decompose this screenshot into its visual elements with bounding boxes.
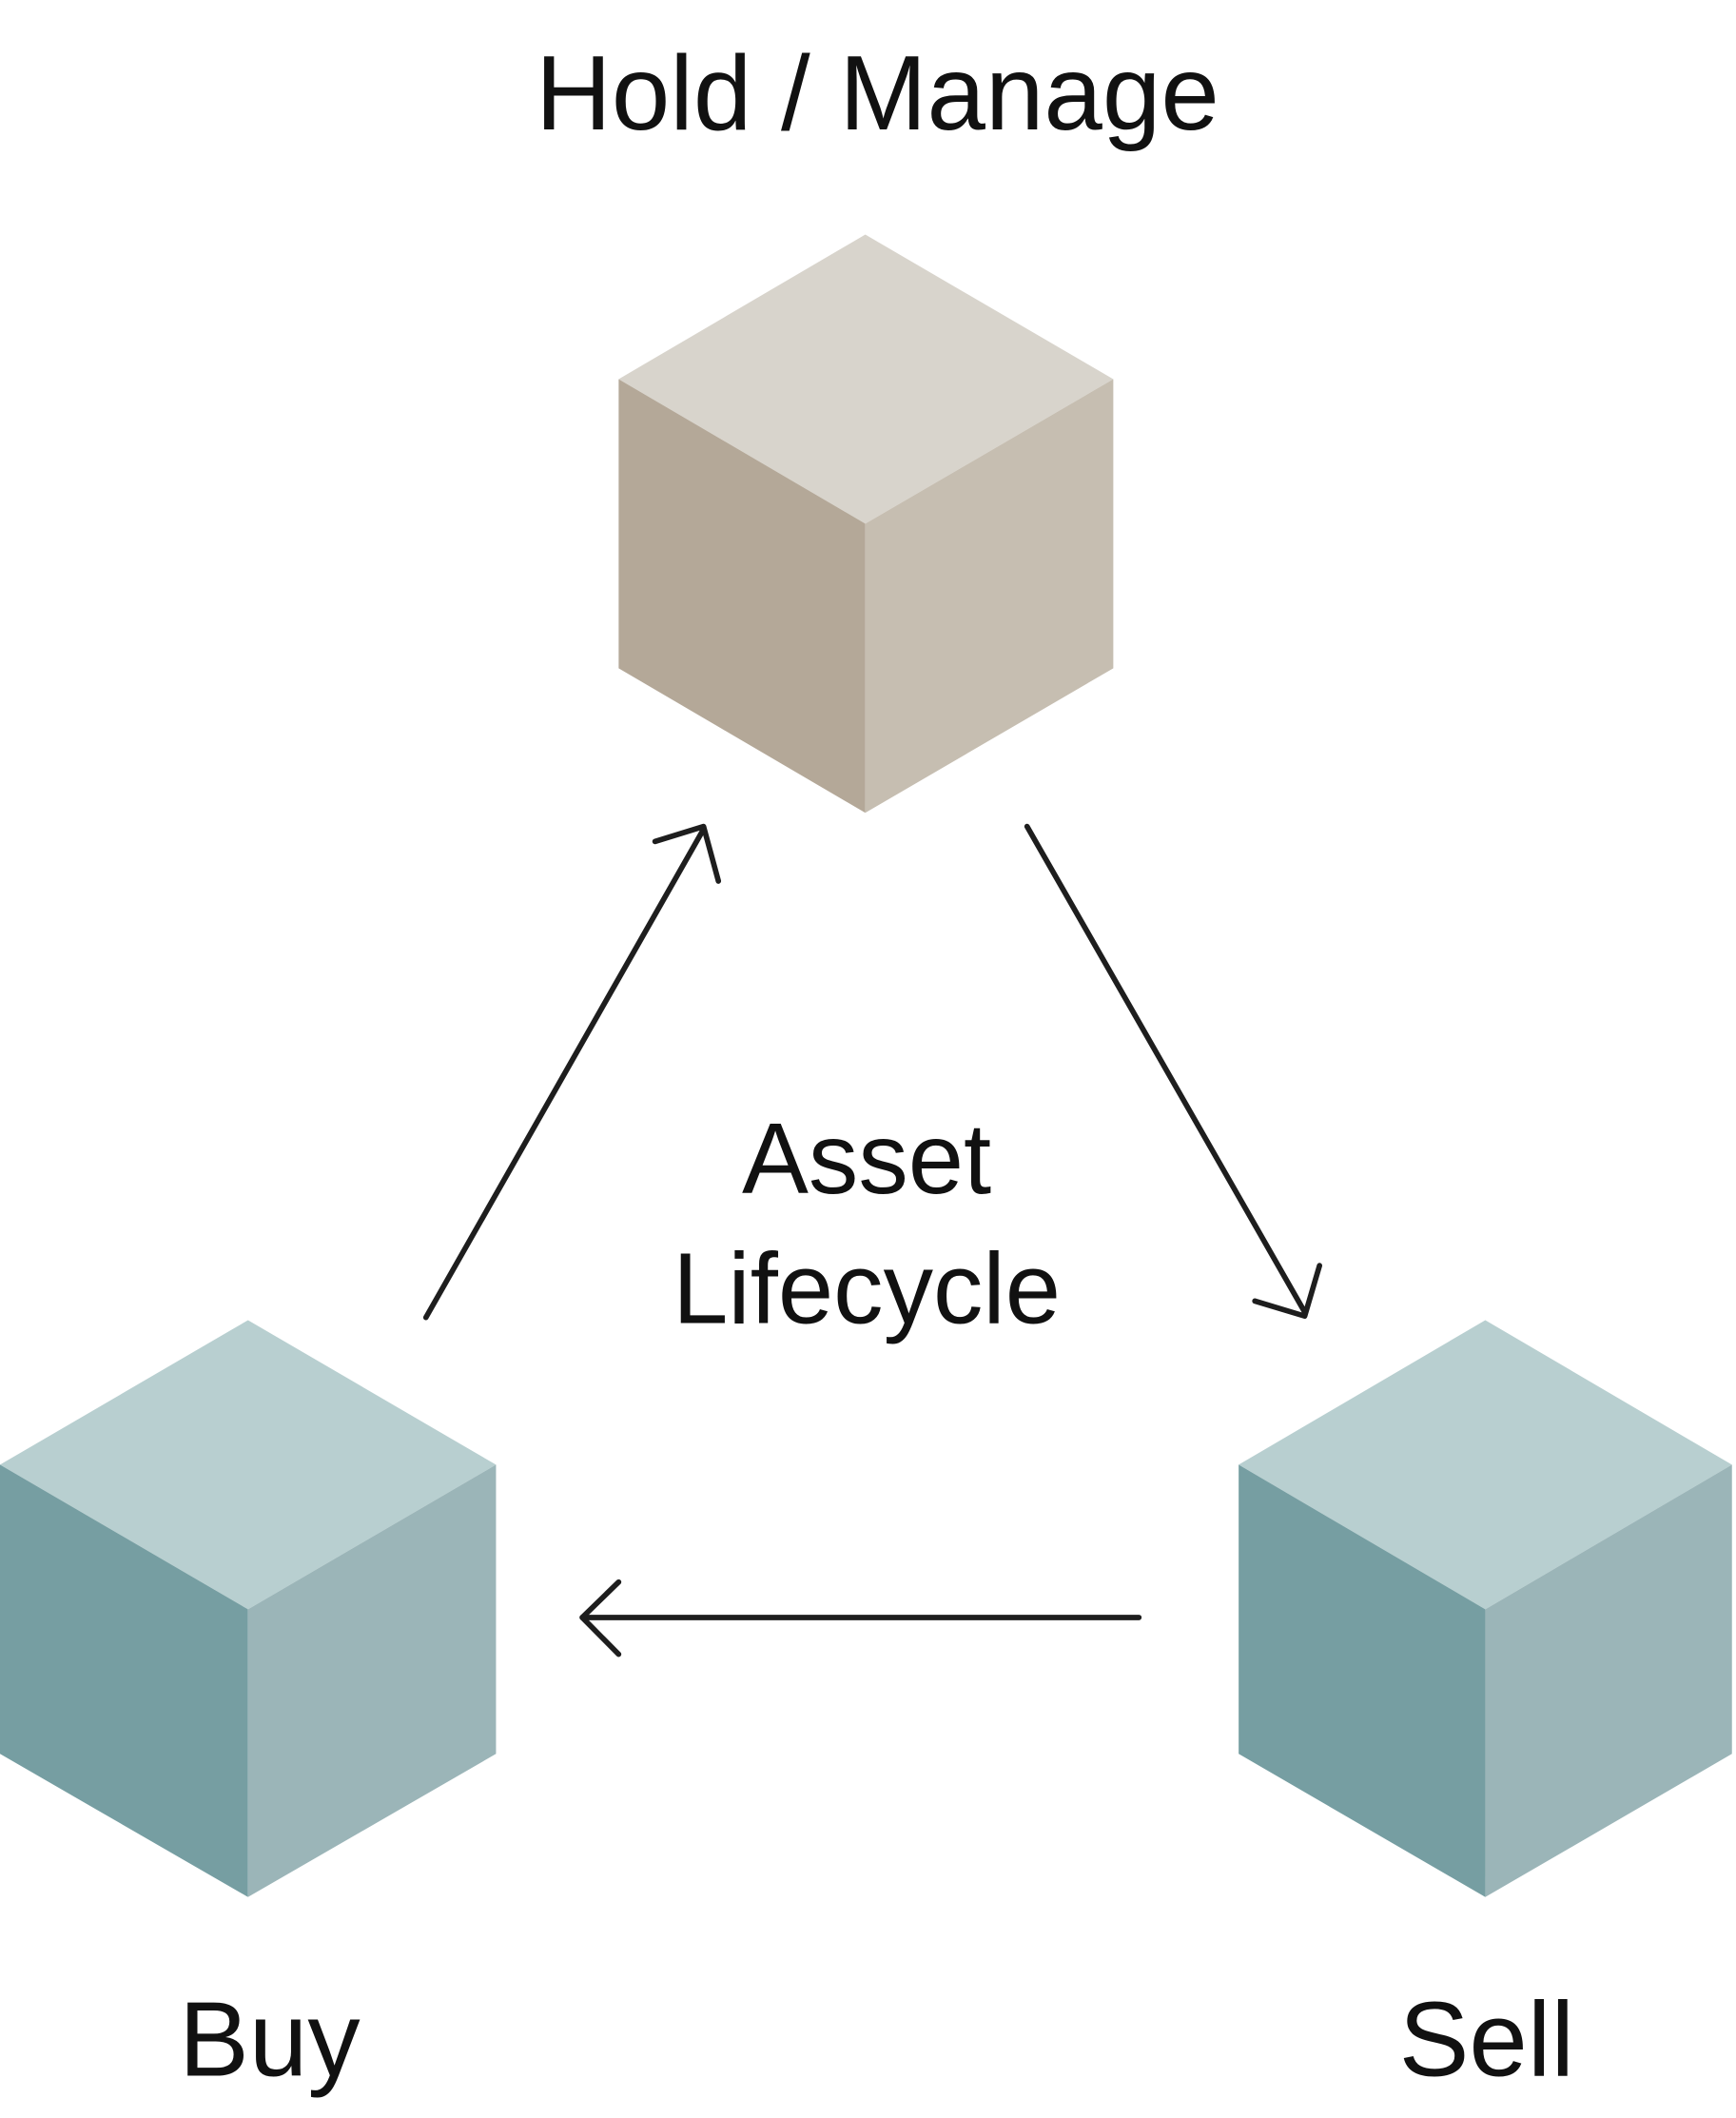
center-label-line1: Asset <box>742 1104 991 1216</box>
arrow-hold-to-sell <box>1024 823 1323 1320</box>
arrow-sell-to-buy <box>579 1579 1142 1657</box>
sell-label: Sell <box>1399 1979 1574 2099</box>
buy-cube <box>0 1320 497 1897</box>
center-label-line2: Lifecycle <box>673 1233 1061 1345</box>
buy-label: Buy <box>179 1979 361 2099</box>
sell-cube-left <box>1239 1464 1486 1897</box>
buy-cube-right <box>247 1464 497 1897</box>
hold-cube-top <box>618 234 1114 524</box>
sell-cube <box>1239 1320 1732 1897</box>
buy-cube-left <box>0 1464 248 1897</box>
sell-cube-right <box>1485 1464 1732 1897</box>
arrow-buy-to-hold <box>422 823 722 1321</box>
hold-manage-label: Hold / Manage <box>536 33 1219 153</box>
hold-cube <box>618 234 1114 814</box>
